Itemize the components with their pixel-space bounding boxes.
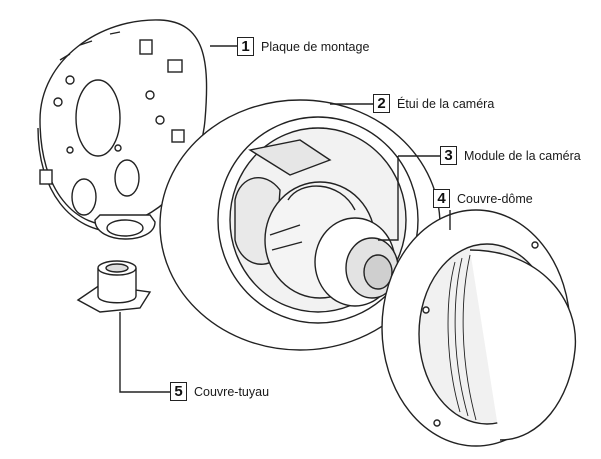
callout-label: Couvre-tuyau	[194, 384, 270, 399]
pipe-cover-illustration	[76, 260, 152, 313]
callout-number: 3	[440, 146, 457, 165]
leader-lines	[119, 45, 451, 393]
callout-1: 1 Plaque de montage	[237, 37, 369, 56]
callout-4: 4 Couvre-dôme	[433, 189, 533, 208]
callout-number: 5	[170, 382, 187, 401]
callout-number: 1	[237, 37, 254, 56]
callout-label: Plaque de montage	[261, 39, 370, 54]
callout-number: 4	[433, 189, 450, 208]
mounting-plate-illustration	[37, 19, 208, 240]
callout-number: 2	[373, 94, 390, 113]
camera-module-illustration	[264, 181, 399, 307]
callout-label: Étui de la caméra	[397, 96, 495, 111]
callout-5: 5 Couvre-tuyau	[170, 382, 269, 401]
callout-2: 2 Étui de la caméra	[373, 94, 494, 113]
callout-label: Couvre-dôme	[457, 191, 533, 206]
dome-cover-illustration	[381, 209, 577, 447]
callout-label: Module de la caméra	[464, 148, 581, 163]
callout-3: 3 Module de la caméra	[440, 146, 581, 165]
